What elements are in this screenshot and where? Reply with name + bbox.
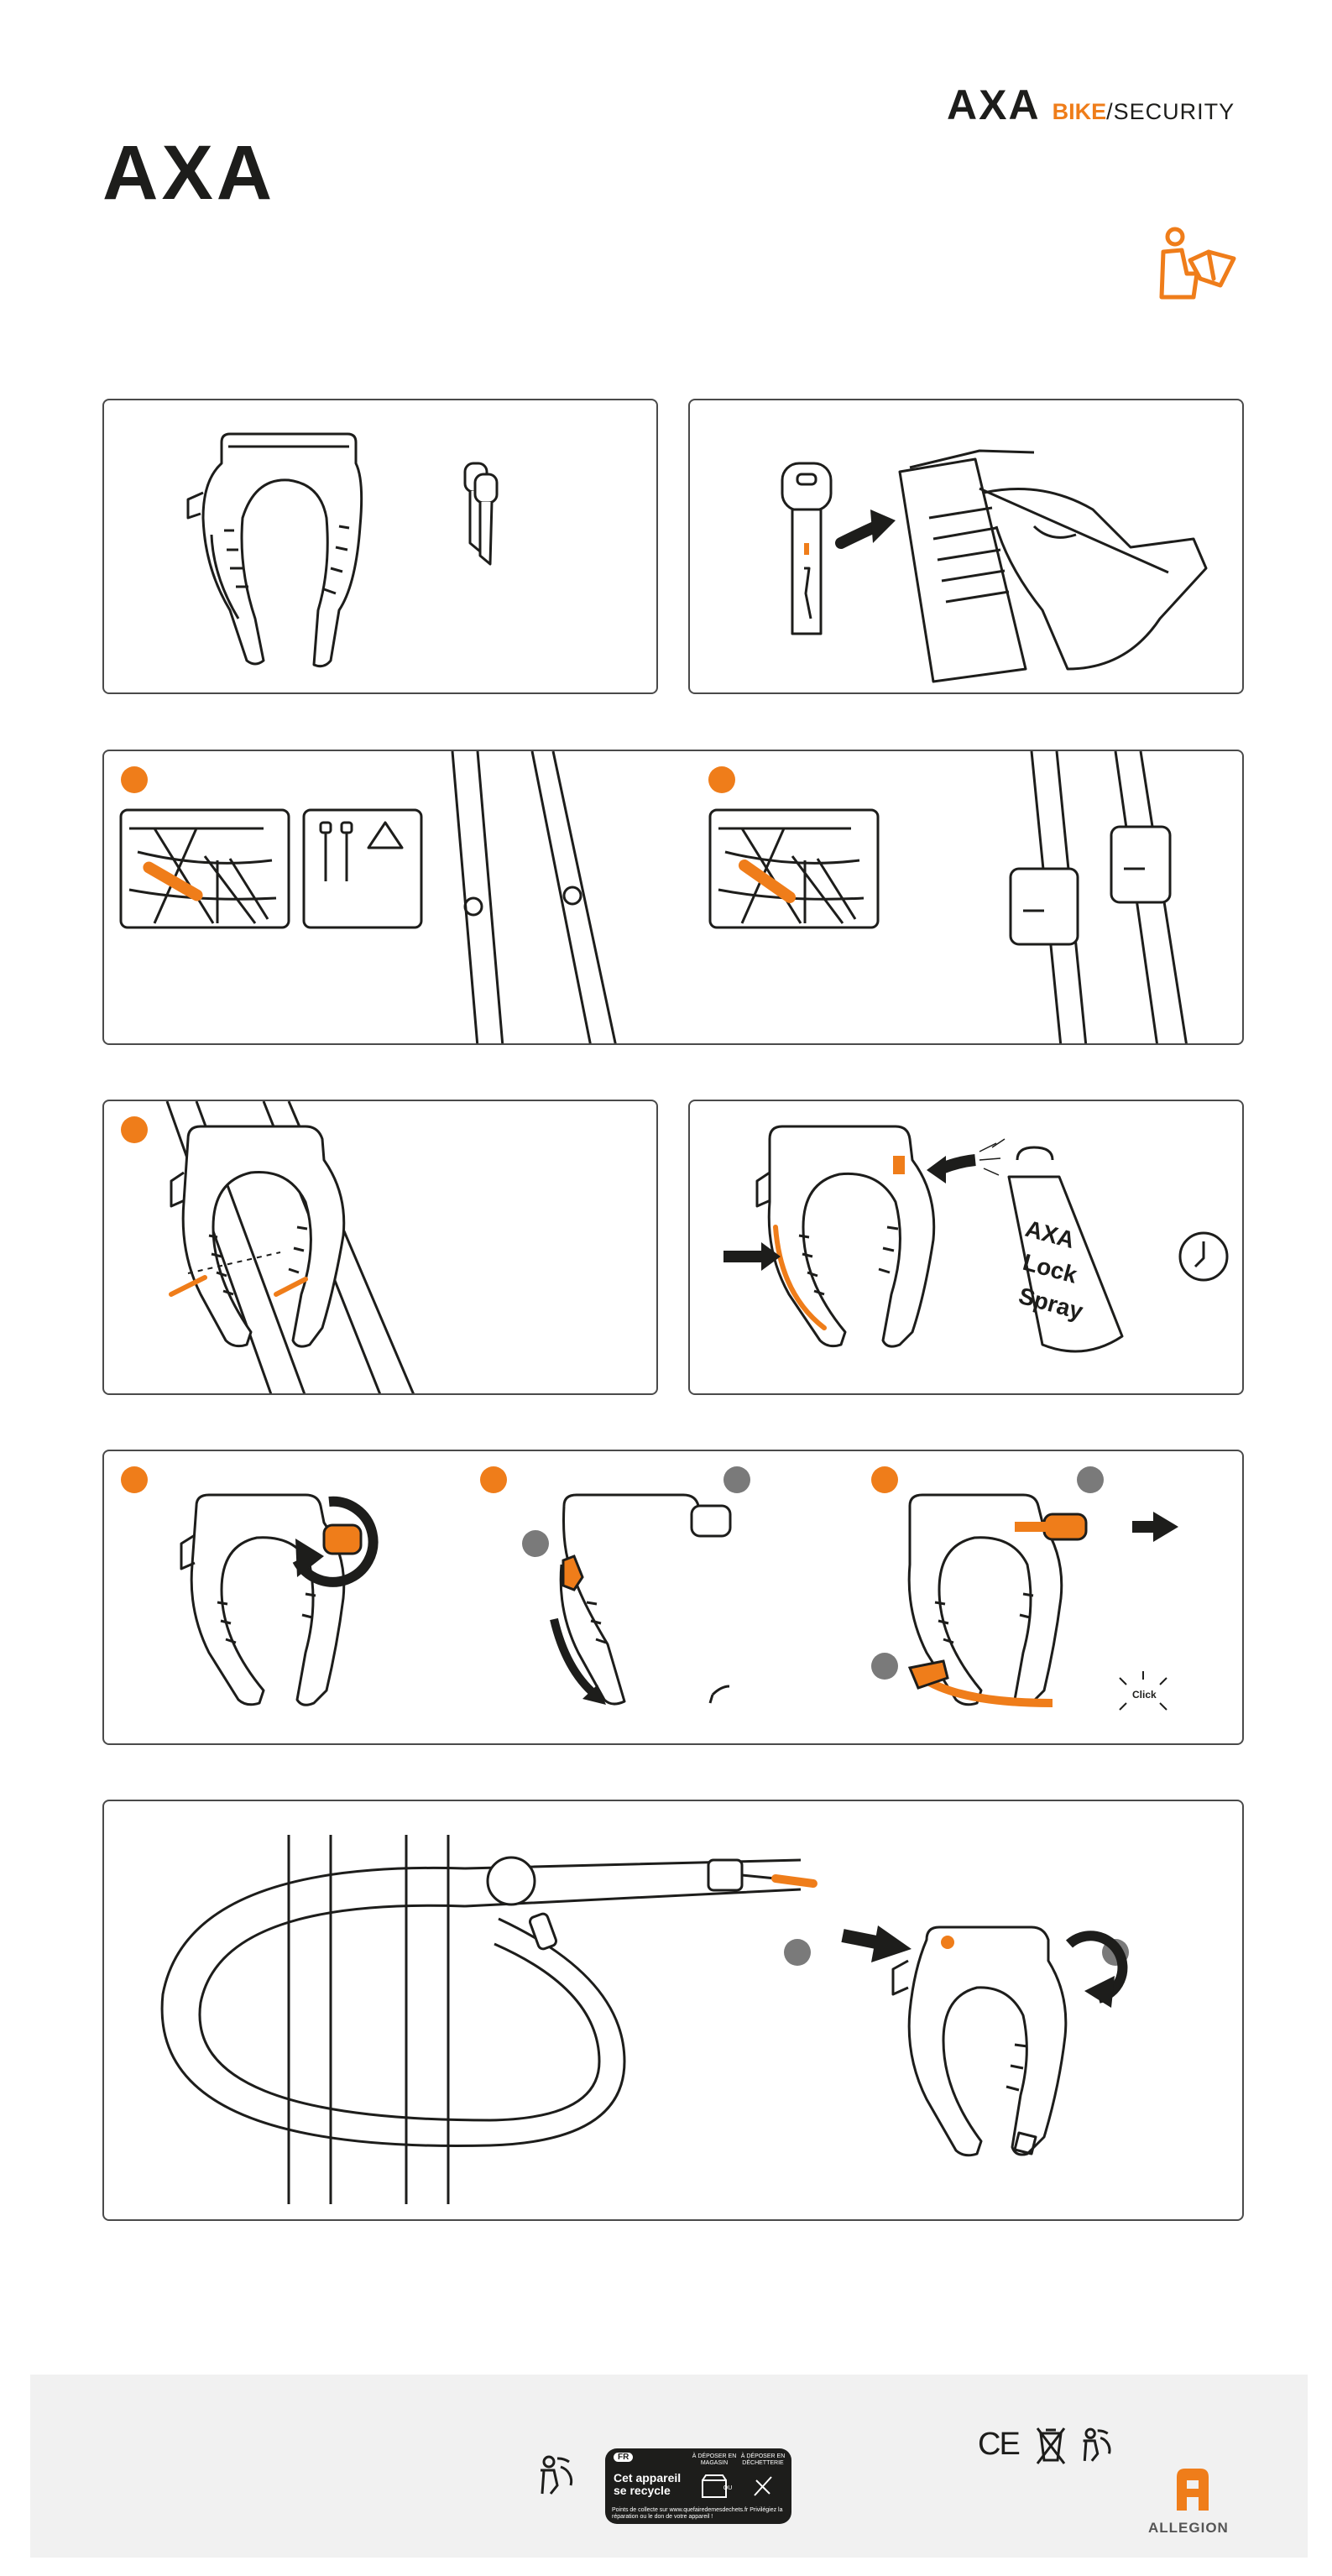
lubricate-illustration: AXA Lock Spray — [690, 1101, 1244, 1395]
badge-country-code: FR — [614, 2453, 633, 2462]
brand-bike: BIKE — [1053, 99, 1107, 125]
triman-small-icon — [1076, 2425, 1116, 2465]
plug-in-cable-illustration — [104, 1801, 1244, 2221]
step-dot — [121, 1116, 148, 1143]
badge-title: Cet appareil se recycle — [614, 2472, 689, 2497]
store-icon — [699, 2472, 729, 2500]
step-dot-grey — [723, 1466, 750, 1493]
allegion-wordmark: ALLEGION — [1148, 2520, 1229, 2537]
badge-store-label: À DÉPOSER EN MAGASIN — [689, 2453, 739, 2467]
step-dot — [121, 766, 148, 793]
allegion-logo-icon — [1170, 2465, 1215, 2514]
read-manual-icon — [1157, 227, 1239, 300]
step-dot — [708, 766, 735, 793]
panel-plug-in-cable — [102, 1800, 1244, 2221]
triman-icon — [532, 2452, 579, 2499]
panel-screw-mounting — [102, 1100, 658, 1395]
badge-collect-label: À DÉPOSER EN DÉCHETTERIE — [738, 2453, 788, 2467]
lock-and-keys-illustration — [104, 400, 658, 694]
panel-mounting-options — [102, 750, 1244, 1045]
axa-logo: AXA — [102, 134, 275, 212]
axa-bike-security-brand: AXA BIKE / SECURITY — [947, 81, 1235, 129]
step-dot — [480, 1466, 507, 1493]
brand-axa: AXA — [947, 81, 1041, 129]
recycle-info-badge: FR Cet appareil se recycle À DÉPOSER EN … — [605, 2448, 791, 2524]
brand-slash: / — [1106, 99, 1114, 125]
collection-point-icon — [748, 2472, 778, 2500]
weee-bin-icon — [1034, 2425, 1068, 2467]
step-dot-grey — [871, 1653, 898, 1680]
panel-contents — [102, 399, 658, 694]
badge-note: Points de collecte sur www.quefairedemes… — [612, 2507, 785, 2521]
keys-icon — [465, 463, 497, 564]
note-key-number-illustration — [690, 400, 1244, 694]
screw-mounting-illustration — [104, 1101, 658, 1395]
mounting-options-illustration — [104, 751, 1244, 1045]
step-dot-grey — [1077, 1466, 1104, 1493]
footer-bar: FR Cet appareil se recycle À DÉPOSER EN … — [30, 2375, 1308, 2558]
brand-security: SECURITY — [1114, 99, 1235, 125]
panel-locking-sequence: Click — [102, 1450, 1244, 1745]
step-dot — [871, 1466, 898, 1493]
click-sound-label: Click — [1132, 1689, 1157, 1701]
ce-mark: CE — [978, 2427, 1019, 2463]
step-dot-grey — [784, 1939, 811, 1966]
step-dot-grey — [522, 1530, 549, 1557]
panel-lubricate: AXA Lock Spray — [688, 1100, 1244, 1395]
step-dot — [121, 1466, 148, 1493]
locking-sequence-illustration: Click — [104, 1451, 1244, 1745]
panel-note-key-number — [688, 399, 1244, 694]
